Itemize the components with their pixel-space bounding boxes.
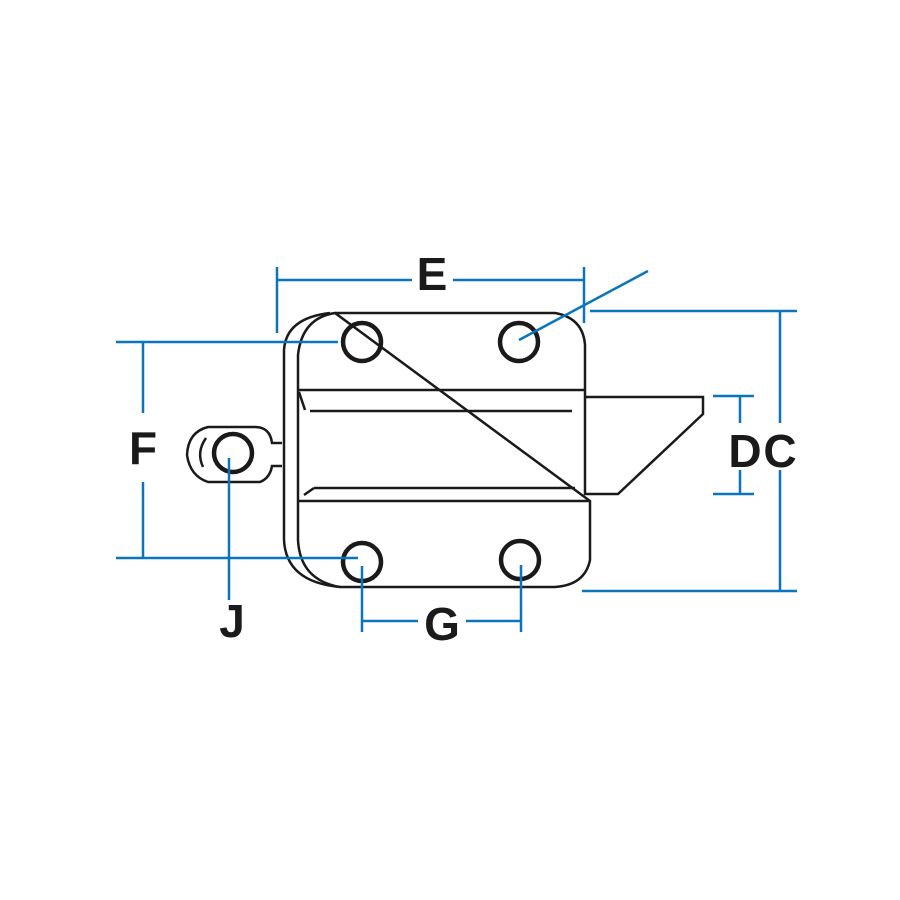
front-plate	[296, 311, 592, 589]
label-j: J	[219, 595, 245, 647]
back-plate	[282, 311, 341, 589]
dimension-lines	[116, 267, 797, 632]
bolt	[583, 390, 705, 496]
label-e: E	[417, 248, 448, 300]
label-g: G	[424, 598, 460, 650]
label-d: D	[728, 425, 761, 477]
pull-ring-hole	[211, 431, 255, 475]
label-f: F	[129, 422, 157, 474]
mount-hole	[340, 320, 384, 364]
mount-hole	[497, 320, 541, 364]
latch-body	[185, 311, 705, 589]
pull-ring-tab	[185, 425, 282, 484]
label-c: C	[763, 425, 796, 477]
